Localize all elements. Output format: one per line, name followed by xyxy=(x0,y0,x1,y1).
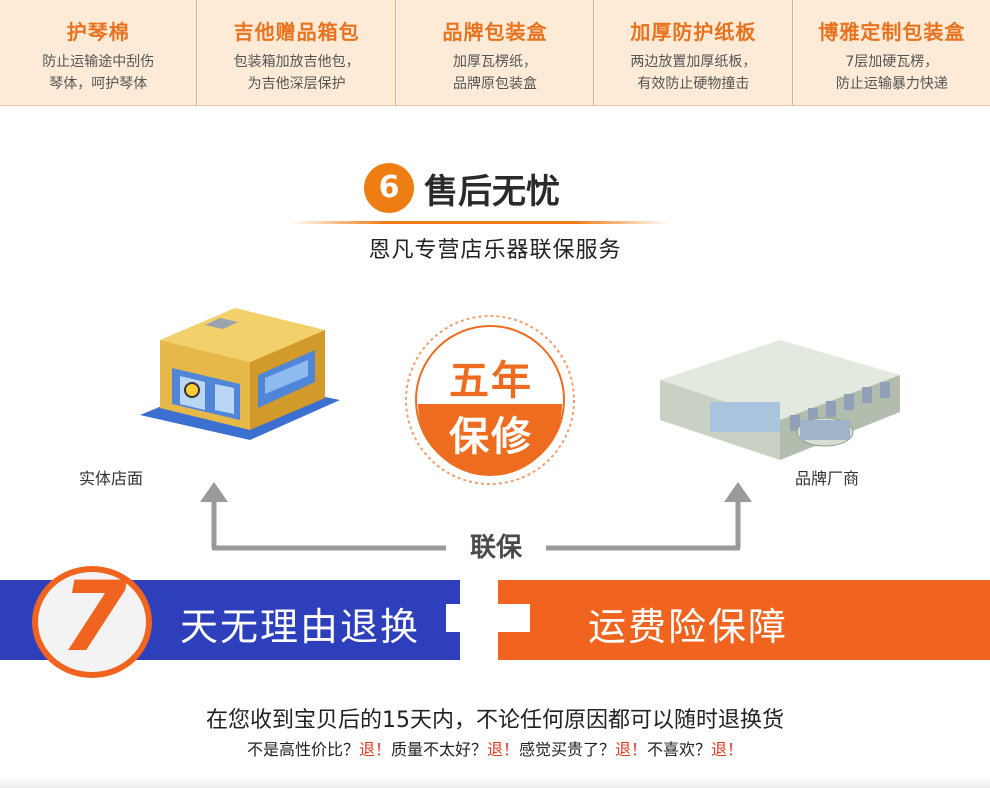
slogan-question: 感觉买贵了？ xyxy=(519,740,616,759)
factory-label: 品牌厂商 xyxy=(795,469,860,488)
section-title: 售后无忧 xyxy=(424,172,560,212)
feature-desc-line: 有效防止硬物撞击 xyxy=(637,76,750,92)
feature-cotton: 护琴棉 防止运输途中刮伤 琴体，呵护琴体 xyxy=(0,0,198,105)
feature-desc-line: 防止运输暴力快递 xyxy=(835,76,948,92)
days-number: 7 xyxy=(60,561,128,673)
feature-title: 品牌包装盒 xyxy=(442,20,548,44)
warranty-seal xyxy=(398,312,582,488)
return-slogans: 不是高性价比？退！质量不太好？退！感觉买贵了？退！不喜欢？退！ xyxy=(0,736,990,760)
slogan-return: 退！ xyxy=(711,740,744,759)
slogan-return: 退！ xyxy=(358,740,391,759)
warranty-repair: 保修 xyxy=(449,414,533,460)
feature-desc: 包装箱加放吉他包， 为吉他深层保护 xyxy=(198,51,394,95)
feature-desc-line: 7层加硬瓦楞， xyxy=(845,54,939,70)
days-circle xyxy=(32,566,152,678)
slogan-return: 退！ xyxy=(615,740,648,759)
factory-building-icon xyxy=(650,320,910,460)
feature-desc-line: 加厚瓦楞纸， xyxy=(453,54,538,70)
return-banner-right xyxy=(498,580,990,660)
slogan-question: 质量不太好？ xyxy=(390,740,487,759)
footer-divider xyxy=(0,776,990,788)
heading-divider xyxy=(290,221,670,224)
slogan-question: 不是高性价比？ xyxy=(246,740,359,759)
feature-brand-box: 品牌包装盒 加厚瓦楞纸， 品牌原包装盒 xyxy=(395,0,595,105)
feature-desc-line: 包装箱加放吉他包， xyxy=(233,54,360,70)
feature-gig-bag: 吉他赠品箱包 包装箱加放吉他包， 为吉他深层保护 xyxy=(197,0,396,105)
feature-desc-line: 品牌原包装盒 xyxy=(453,76,538,92)
feature-desc-line: 琴体，呵护琴体 xyxy=(49,76,148,92)
feature-desc: 加厚瓦楞纸， 品牌原包装盒 xyxy=(397,51,593,95)
slogan-return: 退！ xyxy=(486,740,519,759)
feature-desc: 防止运输途中刮伤 琴体，呵护琴体 xyxy=(0,51,196,95)
warranty-years: 五年 xyxy=(449,358,533,404)
feature-desc-line: 为吉他深层保护 xyxy=(247,76,346,92)
section-number-badge: 6 xyxy=(364,163,414,213)
return-policy-text: 在您收到宝贝后的15天内，不论任何原因都可以随时退换货 xyxy=(206,708,784,733)
feature-desc-line: 两边放置加厚纸板， xyxy=(630,54,757,70)
feature-desc: 两边放置加厚纸板， 有效防止硬物撞击 xyxy=(595,51,791,95)
slogan-question: 不喜欢？ xyxy=(647,740,712,759)
no-reason-return-text: 天无理由退换 xyxy=(180,605,421,649)
feature-desc: 7层加硬瓦楞， 防止运输暴力快递 xyxy=(794,51,990,95)
plus-connector xyxy=(446,604,530,632)
section-subtitle: 恩凡专营店乐器联保服务 xyxy=(368,238,622,263)
packaging-features: 护琴棉 防止运输途中刮伤 琴体，呵护琴体 吉他赠品箱包 包装箱加放吉他包， 为吉… xyxy=(0,0,990,106)
feature-title: 护琴棉 xyxy=(66,20,130,44)
store-label: 实体店面 xyxy=(79,469,144,488)
feature-cardboard: 加厚防护纸板 两边放置加厚纸板， 有效防止硬物撞击 xyxy=(594,0,793,105)
feature-title: 博雅定制包装盒 xyxy=(818,20,966,44)
shipping-insurance-text: 运费险保障 xyxy=(588,605,789,649)
store-building-icon xyxy=(130,290,350,450)
feature-custom-box: 博雅定制包装盒 7层加硬瓦楞， 防止运输暴力快递 xyxy=(792,0,990,105)
feature-desc-line: 防止运输途中刮伤 xyxy=(42,54,155,70)
joint-warranty-label: 联保 xyxy=(446,528,546,568)
feature-title: 吉他赠品箱包 xyxy=(233,20,360,44)
feature-title: 加厚防护纸板 xyxy=(630,20,757,44)
